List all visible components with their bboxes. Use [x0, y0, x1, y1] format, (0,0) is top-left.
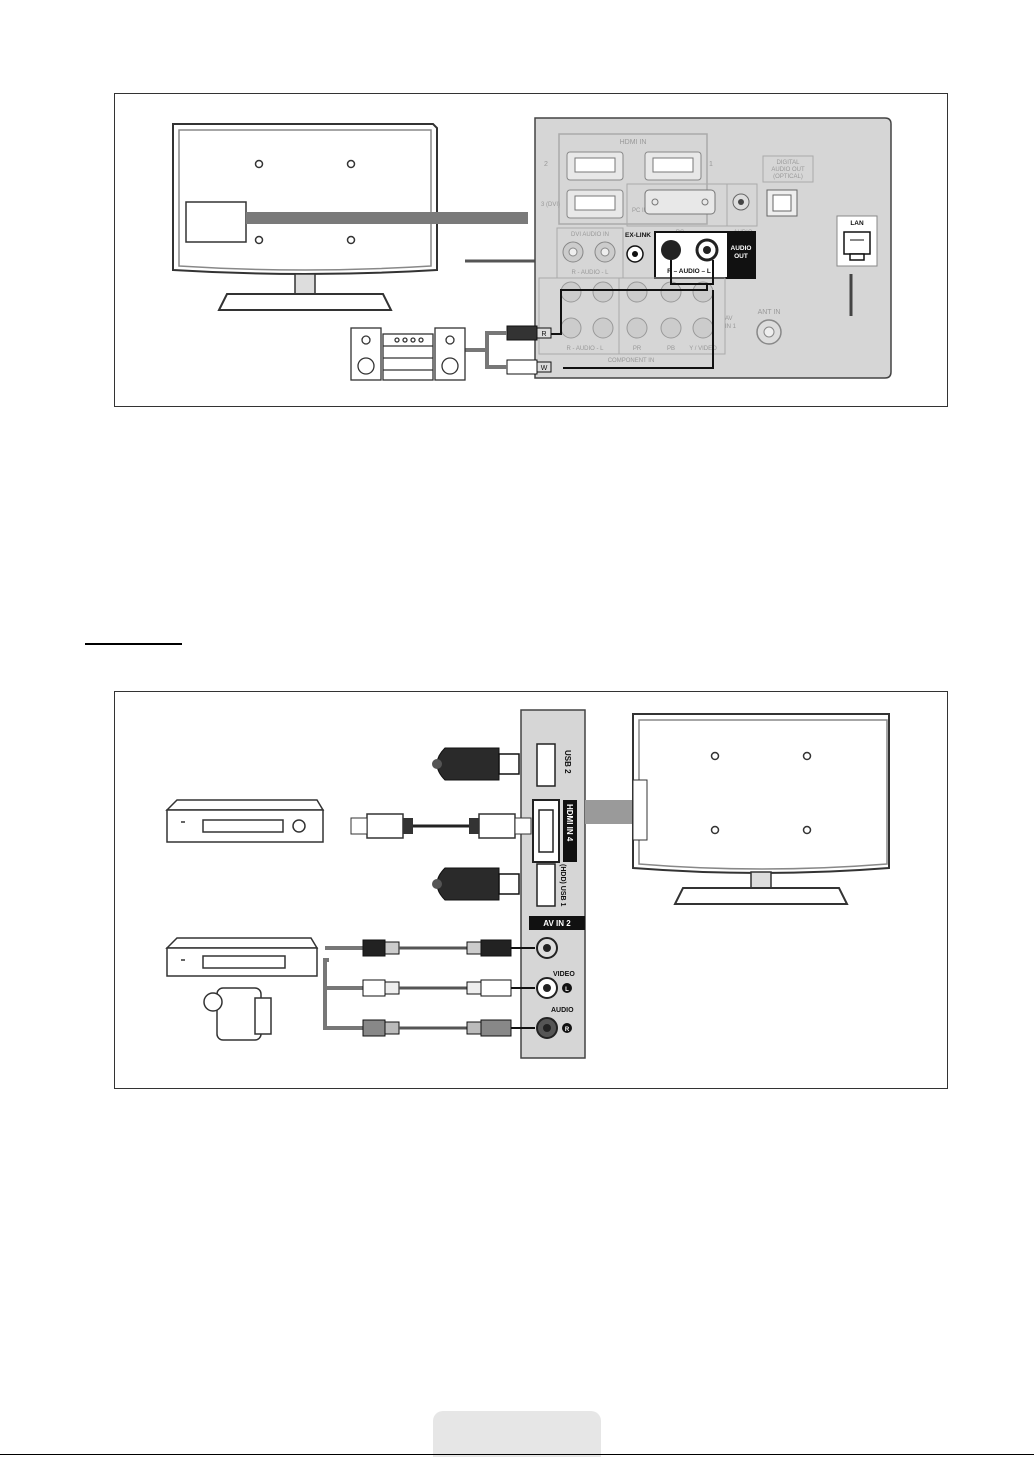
- hdmi-in-label: HDMI IN: [620, 139, 647, 146]
- audio-r-badge: R: [565, 1027, 570, 1033]
- dvi-audio-in-label: DVI AUDIO IN: [571, 232, 609, 238]
- dvd-player-illustration: [167, 938, 317, 976]
- hdmi-port-2-label: 2: [544, 161, 548, 168]
- camcorder-illustration: [204, 988, 271, 1040]
- usb-drive-top: [432, 748, 519, 780]
- bottom-diagram-svg: USB 2 HDMI IN 4 (HDD) USB 1 AV IN 2 VIDE…: [115, 692, 949, 1090]
- digital-audio-label-3: (OPTICAL): [773, 174, 803, 180]
- plug-w-label: W: [541, 365, 548, 372]
- digital-audio-label-2: AUDIO OUT: [771, 167, 805, 173]
- set-top-box-illustration: [167, 800, 323, 842]
- page-number-tab: [433, 1411, 601, 1457]
- rca-plug-white: W: [507, 360, 551, 374]
- av-in-2-label: AV IN 2: [543, 919, 571, 928]
- top-diagram-svg: HDMI IN 2 1 3 (DVI) PC IN PC AUDIO DIGIT…: [115, 94, 949, 408]
- tv-panel-link-bar: [246, 212, 528, 224]
- usb-drive-bottom: [432, 868, 519, 900]
- hdmi-port-3-dvi-label: 3 (DVI): [541, 202, 560, 208]
- side-panel-link-bar: [585, 800, 635, 824]
- section-heading-underline: [85, 643, 182, 645]
- ex-link-label: EX-LINK: [625, 232, 651, 239]
- audio-system-illustration: [351, 328, 465, 380]
- av-in-1-label-1: AV: [725, 316, 733, 322]
- ant-in-label: ANT IN: [758, 309, 781, 316]
- component-pr-label: PR: [633, 346, 642, 352]
- component-audio-label: R - AUDIO - L: [566, 346, 604, 352]
- hdmi-port-1-label: 1: [709, 161, 713, 168]
- audio-out-label-2: OUT: [734, 253, 748, 260]
- av-in-1-label-2: IN 1: [725, 324, 737, 330]
- audio-out-label-1: AUDIO: [731, 245, 752, 252]
- hdmi-cable: [351, 814, 531, 838]
- component-pb-label: PB: [667, 346, 675, 352]
- top-connection-diagram: HDMI IN 2 1 3 (DVI) PC IN PC AUDIO DIGIT…: [114, 93, 948, 407]
- bottom-connection-diagram: USB 2 HDMI IN 4 (HDD) USB 1 AV IN 2 VIDE…: [114, 691, 948, 1089]
- tv-illustration-bottom: [633, 714, 889, 904]
- plug-r-label: R: [541, 331, 546, 338]
- usb1-label: (HDD) USB 1: [559, 864, 566, 906]
- tv-side-panel: USB 2 HDMI IN 4 (HDD) USB 1 AV IN 2 VIDE…: [521, 710, 585, 1058]
- av-cable-bundle: [325, 940, 535, 1036]
- audio-l-badge: L: [565, 987, 569, 993]
- digital-audio-label-1: DIGITAL: [777, 160, 801, 166]
- video-label: VIDEO: [553, 971, 575, 978]
- dvi-audio-rl-label: R - AUDIO - L: [571, 270, 609, 276]
- usb2-label: USB 2: [563, 750, 572, 774]
- lan-label: LAN: [850, 220, 864, 227]
- audio-out-rl-label: R – AUDIO – L: [667, 268, 711, 275]
- audio-label: AUDIO: [551, 1007, 574, 1014]
- hdmi-in-4-label: HDMI IN 4: [565, 804, 574, 842]
- rca-plug-red: R: [507, 326, 551, 340]
- component-in-label: COMPONENT IN: [608, 358, 655, 364]
- page-bottom-rule: [0, 1454, 1034, 1455]
